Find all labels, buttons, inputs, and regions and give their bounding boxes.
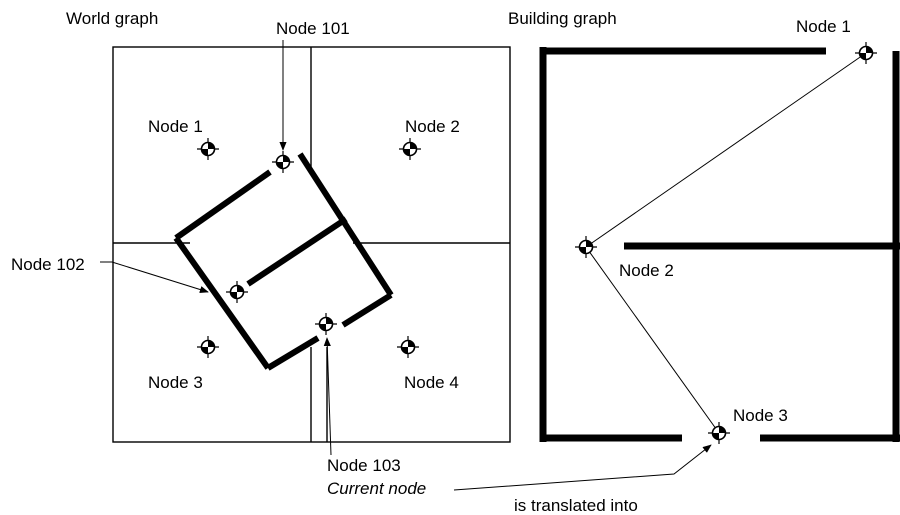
building-node-3-label: Node 3 xyxy=(733,406,788,425)
world-node-2-icon xyxy=(398,137,422,161)
translation-caption: is translated into xyxy=(514,496,638,515)
building-walls xyxy=(539,47,900,442)
world-node-1-label: Node 1 xyxy=(148,117,203,136)
node-102-arrow xyxy=(100,261,209,294)
translation-arrow xyxy=(453,444,712,491)
building-node-2-label: Node 2 xyxy=(619,261,674,280)
building-node-3-icon xyxy=(707,421,731,445)
building-node-2-icon xyxy=(574,235,598,259)
edge-node-2-node-3 xyxy=(585,246,720,434)
building-node-1-label: Node 1 xyxy=(796,17,851,36)
world-node-3-label: Node 3 xyxy=(148,373,203,392)
building-graph: Building graph Node 1 Node 2 Node 3 xyxy=(508,9,900,445)
world-graph-title: World graph xyxy=(66,9,158,28)
world-node-3-icon xyxy=(196,335,220,359)
building-node-1-icon xyxy=(854,41,878,65)
world-node-101-label: Node 101 xyxy=(276,19,350,38)
world-node-4-icon xyxy=(396,335,420,359)
world-node-101-icon xyxy=(271,150,295,174)
world-node-102-icon xyxy=(225,280,249,304)
world-node-2-label: Node 2 xyxy=(405,117,460,136)
world-node-4-label: Node 4 xyxy=(404,373,459,392)
node-103-arrow xyxy=(323,337,332,456)
world-node-1-icon xyxy=(196,137,220,161)
edge-node-2-node-1 xyxy=(585,52,867,248)
world-node-102-label: Node 102 xyxy=(11,255,85,274)
building-outline xyxy=(173,152,394,371)
world-graph: World graph Node 1 No xyxy=(11,9,511,498)
building-graph-title: Building graph xyxy=(508,9,617,28)
current-node-label: Current node xyxy=(327,479,426,498)
world-node-103-label: Node 103 xyxy=(327,456,401,475)
world-graph-road-vertical xyxy=(310,47,328,442)
world-node-103-icon xyxy=(314,312,338,336)
